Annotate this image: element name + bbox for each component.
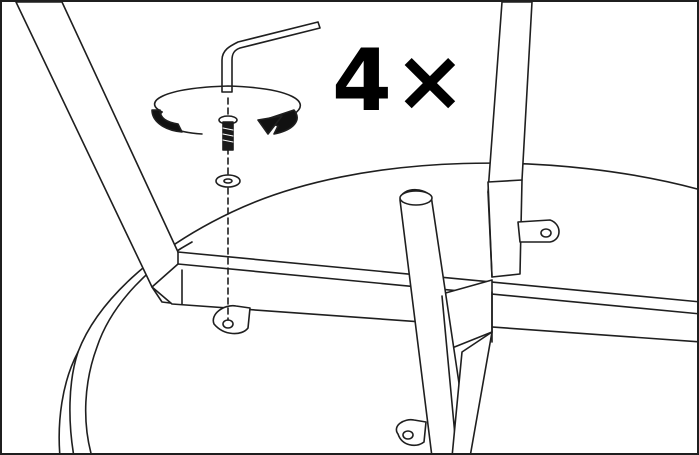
table-top-outline [69, 162, 697, 453]
screw-icon [218, 115, 238, 151]
frame-rail-back-edge [487, 191, 493, 278]
leg-back-right [451, 331, 493, 453]
washer-icon [215, 174, 241, 188]
mounting-tab-bottom [395, 418, 427, 447]
frame-rail-back [487, 179, 523, 278]
leg-left [15, 2, 183, 305]
quantity-label: 4× [332, 31, 468, 131]
leg-front-cap [399, 190, 433, 206]
mounting-tab-right [517, 219, 560, 243]
hex-key-icon [221, 21, 321, 93]
mounting-tab-left [212, 304, 251, 335]
rotate-clockwise-icon [151, 85, 301, 135]
table-top-edge-left [58, 351, 79, 453]
